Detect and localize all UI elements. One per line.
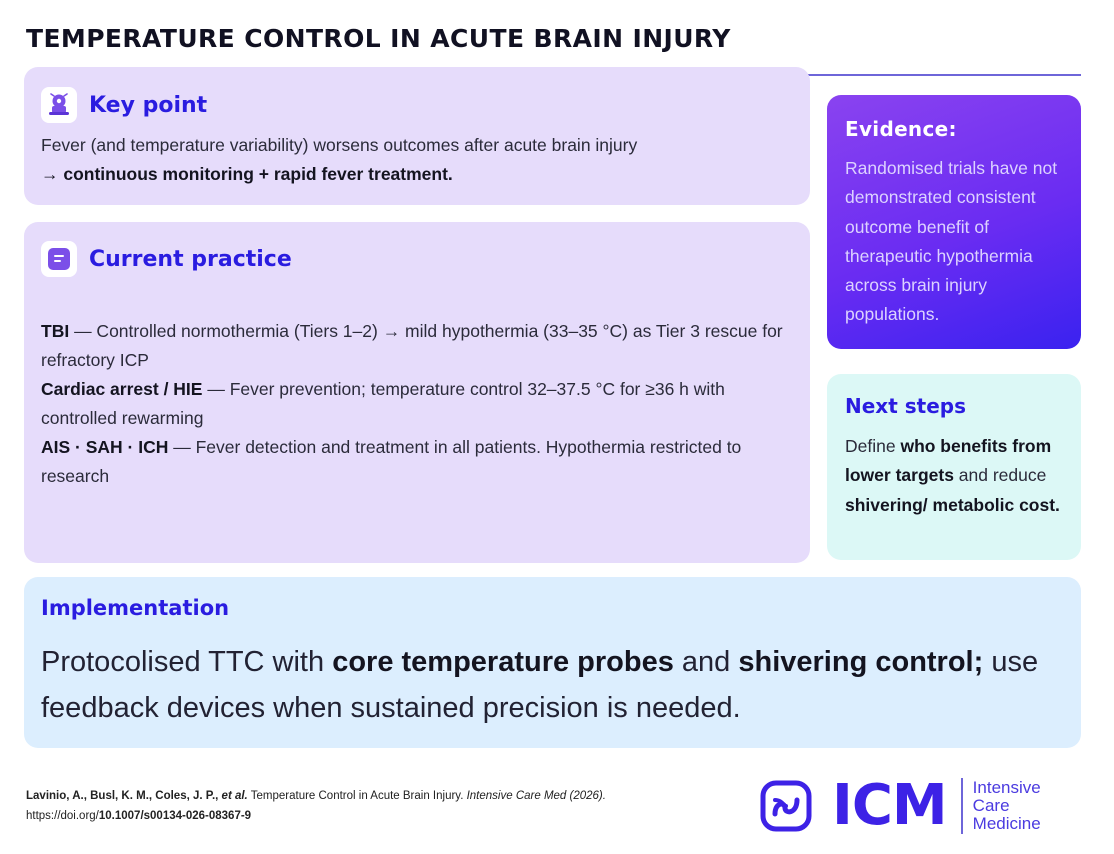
- citation-title: Temperature Control in Acute Brain Injur…: [247, 790, 467, 802]
- implementation-text-part: Protocolised TTC with: [41, 646, 333, 678]
- next-steps-emphasis: shivering/ metabolic cost.: [845, 494, 1060, 515]
- implementation-text: Protocolised TTC with core temperature p…: [41, 639, 1061, 731]
- practice-row-lead: Cardiac arrest / HIE: [41, 379, 203, 399]
- brain-head-icon: [41, 87, 77, 123]
- next-steps-card: Next steps Define who benefits from lowe…: [827, 374, 1081, 560]
- implementation-emphasis: core temperature probes: [332, 646, 674, 678]
- practice-row-ais-sah-ich: AIS · SAH · ICH — Fever detection and tr…: [41, 433, 792, 491]
- icm-logo-word: Care: [972, 796, 1010, 815]
- key-point-header: Key point: [41, 87, 207, 123]
- implementation-emphasis: shivering control;: [738, 646, 984, 678]
- icm-logo-words: Intensive Care Medicine: [973, 779, 1041, 833]
- current-practice-heading: Current practice: [89, 246, 292, 272]
- next-steps-text: Define who benefits from lower targets a…: [845, 432, 1069, 520]
- key-point-line-1: Fever (and temperature variability) wors…: [41, 135, 638, 155]
- citation-line-2: https://doi.org/10.1007/s00134-026-08367…: [26, 806, 606, 826]
- practice-row-text: — Controlled normothermia (Tiers 1–2) → …: [41, 321, 783, 370]
- document-icon: [41, 241, 77, 277]
- practice-row-cardiac-arrest: Cardiac arrest / HIE — Fever prevention;…: [41, 375, 792, 433]
- practice-row-lead: TBI: [41, 321, 70, 341]
- icm-logo-word: Intensive: [972, 778, 1041, 797]
- key-point-line-2: → continuous monitoring + rapid fever tr…: [41, 164, 453, 184]
- practice-row-text: — Fever prevention; temperature control …: [41, 379, 725, 428]
- current-practice-header: Current practice: [41, 241, 292, 277]
- citation-authors: Lavinio, A., Busl, K. M., Coles, J. P.,: [26, 790, 222, 802]
- page-title: TEMPERATURE CONTROL IN ACUTE BRAIN INJUR…: [26, 24, 731, 53]
- next-steps-text-part: Define: [845, 436, 901, 456]
- citation-line-1: Lavinio, A., Busl, K. M., Coles, J. P., …: [26, 786, 606, 806]
- key-point-card: Key point Fever (and temperature variabi…: [24, 67, 810, 205]
- icm-logo-mark-icon: [760, 780, 812, 832]
- evidence-heading: Evidence:: [845, 117, 957, 141]
- implementation-card: Implementation Protocolised TTC with cor…: [24, 577, 1081, 748]
- citation-et-al: et al.: [221, 790, 248, 802]
- icm-logo-divider: [960, 778, 963, 834]
- key-point-text: Fever (and temperature variability) wors…: [41, 131, 780, 189]
- next-steps-text-part: and reduce: [953, 465, 1047, 486]
- implementation-text-part: use feedback devices when sustained prec…: [41, 646, 1039, 724]
- citation-doi-prefix: https://doi.org/: [26, 810, 99, 822]
- evidence-card: Evidence: Randomised trials have not dem…: [827, 95, 1081, 349]
- current-practice-card: Current practice TBI — Controlled normot…: [24, 222, 810, 563]
- citation-doi-link[interactable]: 10.1007/s00134-026-08367-9: [98, 810, 252, 822]
- practice-row-tbi: TBI — Controlled normothermia (Tiers 1–2…: [41, 317, 792, 375]
- practice-row-lead: AIS · SAH · ICH: [41, 437, 169, 457]
- citation: Lavinio, A., Busl, K. M., Coles, J. P., …: [26, 786, 606, 826]
- key-point-heading: Key point: [89, 92, 208, 118]
- citation-journal: Intensive Care Med (2026).: [466, 790, 606, 802]
- next-steps-emphasis: who benefits from lower targets: [845, 436, 1052, 486]
- icm-logo: ICM Intensive Care Medicine: [760, 776, 1041, 836]
- evidence-text: Randomised trials have not demonstrated …: [845, 158, 1058, 325]
- icm-logo-letters: ICM: [832, 773, 948, 838]
- current-practice-list: TBI — Controlled normothermia (Tiers 1–2…: [41, 317, 792, 491]
- icm-logo-word: Medicine: [972, 814, 1041, 833]
- next-steps-heading: Next steps: [845, 394, 966, 418]
- implementation-heading: Implementation: [41, 596, 230, 620]
- practice-row-text: — Fever detection and treatment in all p…: [41, 437, 742, 486]
- implementation-text-part: and: [673, 646, 739, 678]
